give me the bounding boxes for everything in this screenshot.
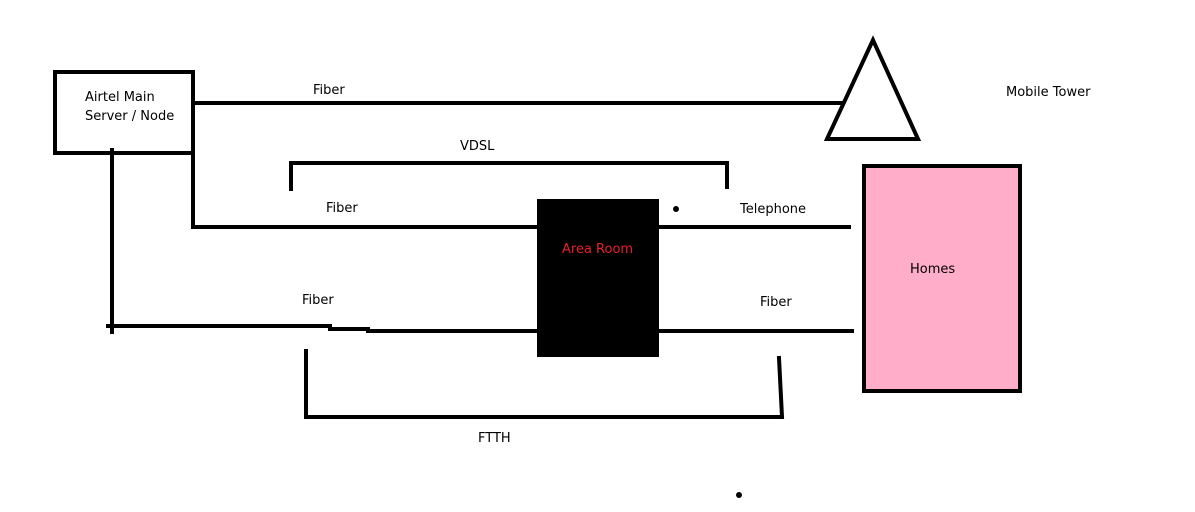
- fiber-to-homes-label: Fiber: [760, 295, 792, 310]
- area-room-box: [537, 199, 659, 357]
- fiber-to-area-top-label: Fiber: [326, 201, 358, 216]
- homes-box: [862, 164, 1022, 393]
- area-room-label: Area Room: [562, 242, 633, 257]
- telephone-label: Telephone: [739, 202, 806, 217]
- fiber-to-tower-label: Fiber: [313, 83, 345, 98]
- fiber-to-area-top-line: [191, 151, 539, 229]
- vdsl-label: VDSL: [460, 139, 495, 154]
- fiber-to-area-bottom-run: [106, 324, 539, 333]
- stray-dot-bottom: [736, 492, 742, 498]
- vdsl-bracket: [289, 161, 729, 191]
- server-box: [53, 70, 195, 155]
- mobile-tower-label: Mobile Tower: [1006, 85, 1091, 100]
- ftth-label: FTTH: [478, 431, 511, 446]
- homes-label: Homes: [910, 262, 955, 277]
- fiber-to-area-bottom-label: Fiber: [302, 293, 334, 308]
- server-label-line2: Server / Node: [85, 109, 174, 124]
- server-label-line1: Airtel Main: [85, 90, 155, 105]
- ftth-bracket: [304, 349, 785, 419]
- mobile-tower-icon: [823, 35, 922, 141]
- stray-dot: [673, 206, 679, 212]
